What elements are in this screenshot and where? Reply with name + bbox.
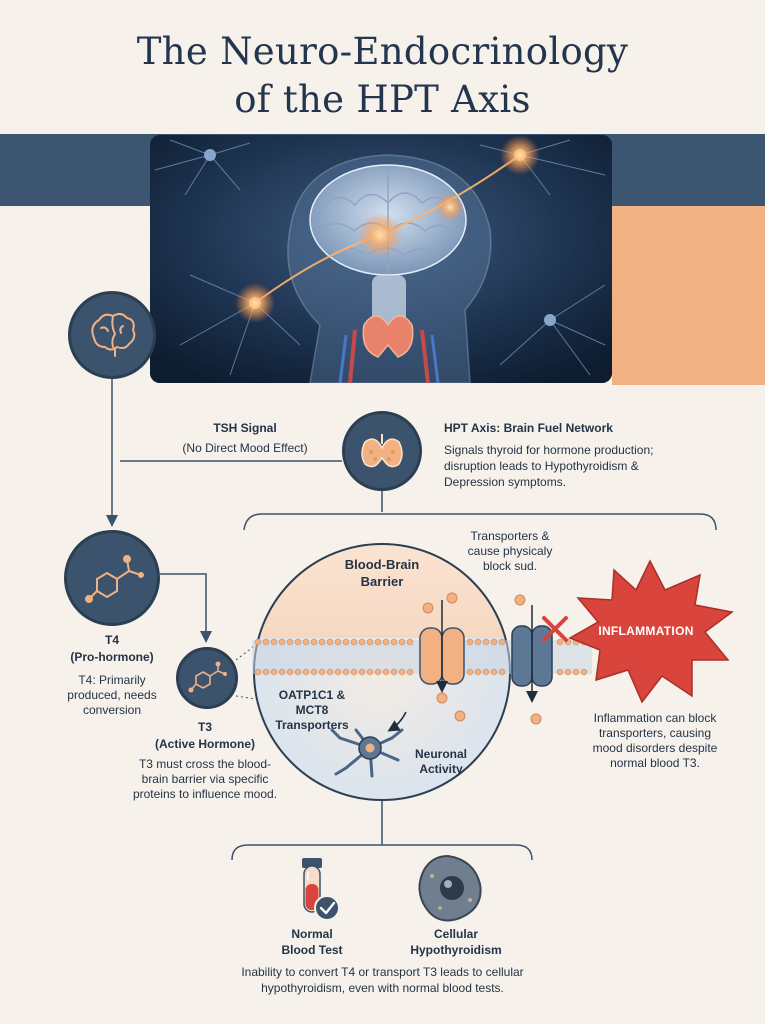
hpt-axis-title: HPT Axis: Brain Fuel Network — [444, 421, 613, 435]
brain-icon — [91, 312, 136, 357]
title-line-2: of the HPT Axis — [234, 78, 531, 121]
t4-body-3: conversion — [82, 703, 142, 717]
footer-line-2: hypothyroidism, even with normal blood t… — [261, 981, 504, 995]
transporter-protein-open — [419, 600, 465, 693]
t3-title-2: (Active Hormone) — [154, 737, 255, 751]
t3-title-1: T3 — [197, 720, 212, 734]
t3-body-2: brain barrier via specific — [141, 772, 269, 786]
check-icon — [314, 895, 340, 921]
footer-line-1: Inability to convert T4 or transport T3 … — [241, 965, 524, 979]
transport-note-1: Transporters & — [470, 529, 550, 543]
hpt-axis-body-3: Depression symptoms. — [444, 475, 567, 489]
bbb-transporters-1: OATP1C1 & — [278, 688, 346, 702]
tsh-signal-title: TSH Signal — [213, 421, 277, 435]
neuronal-activity-1: Neuronal — [414, 747, 467, 761]
cellular-label-1: Cellular — [433, 927, 478, 941]
thyroid-icon — [361, 434, 403, 468]
bbb-title-2: Barrier — [360, 574, 404, 589]
t4-body-1: T4: Primarily — [78, 673, 146, 687]
inflammation-label: INFLAMMATION — [598, 624, 694, 638]
transport-note-3: block sud. — [482, 559, 538, 573]
molecule-icon — [188, 661, 227, 693]
bbb-title-1: Blood-Brain — [344, 557, 420, 572]
t3-body-3: proteins to influence mood. — [132, 787, 278, 801]
title-line-1: The Neuro-Endocrinology — [136, 30, 629, 73]
page-title: The Neuro-Endocrinology of the HPT Axis — [0, 28, 765, 124]
blood-test-label-2: Blood Test — [281, 943, 343, 957]
transporter-protein-blocked — [511, 605, 568, 703]
inflammation-body-4: normal blood T3. — [610, 756, 700, 770]
blood-test-label-1: Normal — [291, 927, 333, 941]
thyroid-icon-circle — [342, 411, 422, 491]
t3-body-1: T3 must cross the blood- — [138, 757, 272, 771]
hpt-axis-body-2: disruption leads to Hypothyroidism & — [444, 459, 639, 473]
t4-molecule-circle — [64, 530, 160, 626]
tsh-signal-note: (No Direct Mood Effect) — [182, 441, 308, 455]
flow-lines — [106, 379, 717, 861]
neuronal-activity-2: Activity — [419, 762, 463, 776]
brain-icon-circle — [68, 291, 156, 379]
t4-title-2: (Pro-hormone) — [70, 650, 154, 664]
hpt-axis-body-1: Signals thyroid for hormone production; — [444, 443, 654, 457]
neuron-icon — [330, 711, 407, 778]
bbb-transporters-3: Transporters — [275, 718, 349, 732]
hero-brain-illustration — [150, 135, 612, 383]
molecule-icon — [85, 555, 144, 603]
x-icon — [542, 616, 568, 642]
inflammation-body-3: mood disorders despite — [592, 741, 718, 755]
t3-molecules — [422, 592, 542, 725]
t4-body-2: produced, needs — [67, 688, 157, 702]
accent-band — [612, 206, 765, 385]
inflammation-burst — [568, 559, 734, 704]
transport-note-2: cause physicaly — [467, 544, 553, 558]
neuron-network — [154, 139, 606, 376]
bbb-transporters-2: MCT8 — [295, 703, 329, 717]
inflammation-body-2: transporters, causing — [598, 726, 712, 740]
t4-title-1: T4 — [104, 633, 119, 647]
cell-icon — [418, 854, 482, 922]
inflammation-body-1: Inflammation can block — [593, 711, 717, 725]
t3-molecule-circle — [176, 647, 238, 709]
cellular-label-2: Hypothyroidism — [410, 943, 502, 957]
